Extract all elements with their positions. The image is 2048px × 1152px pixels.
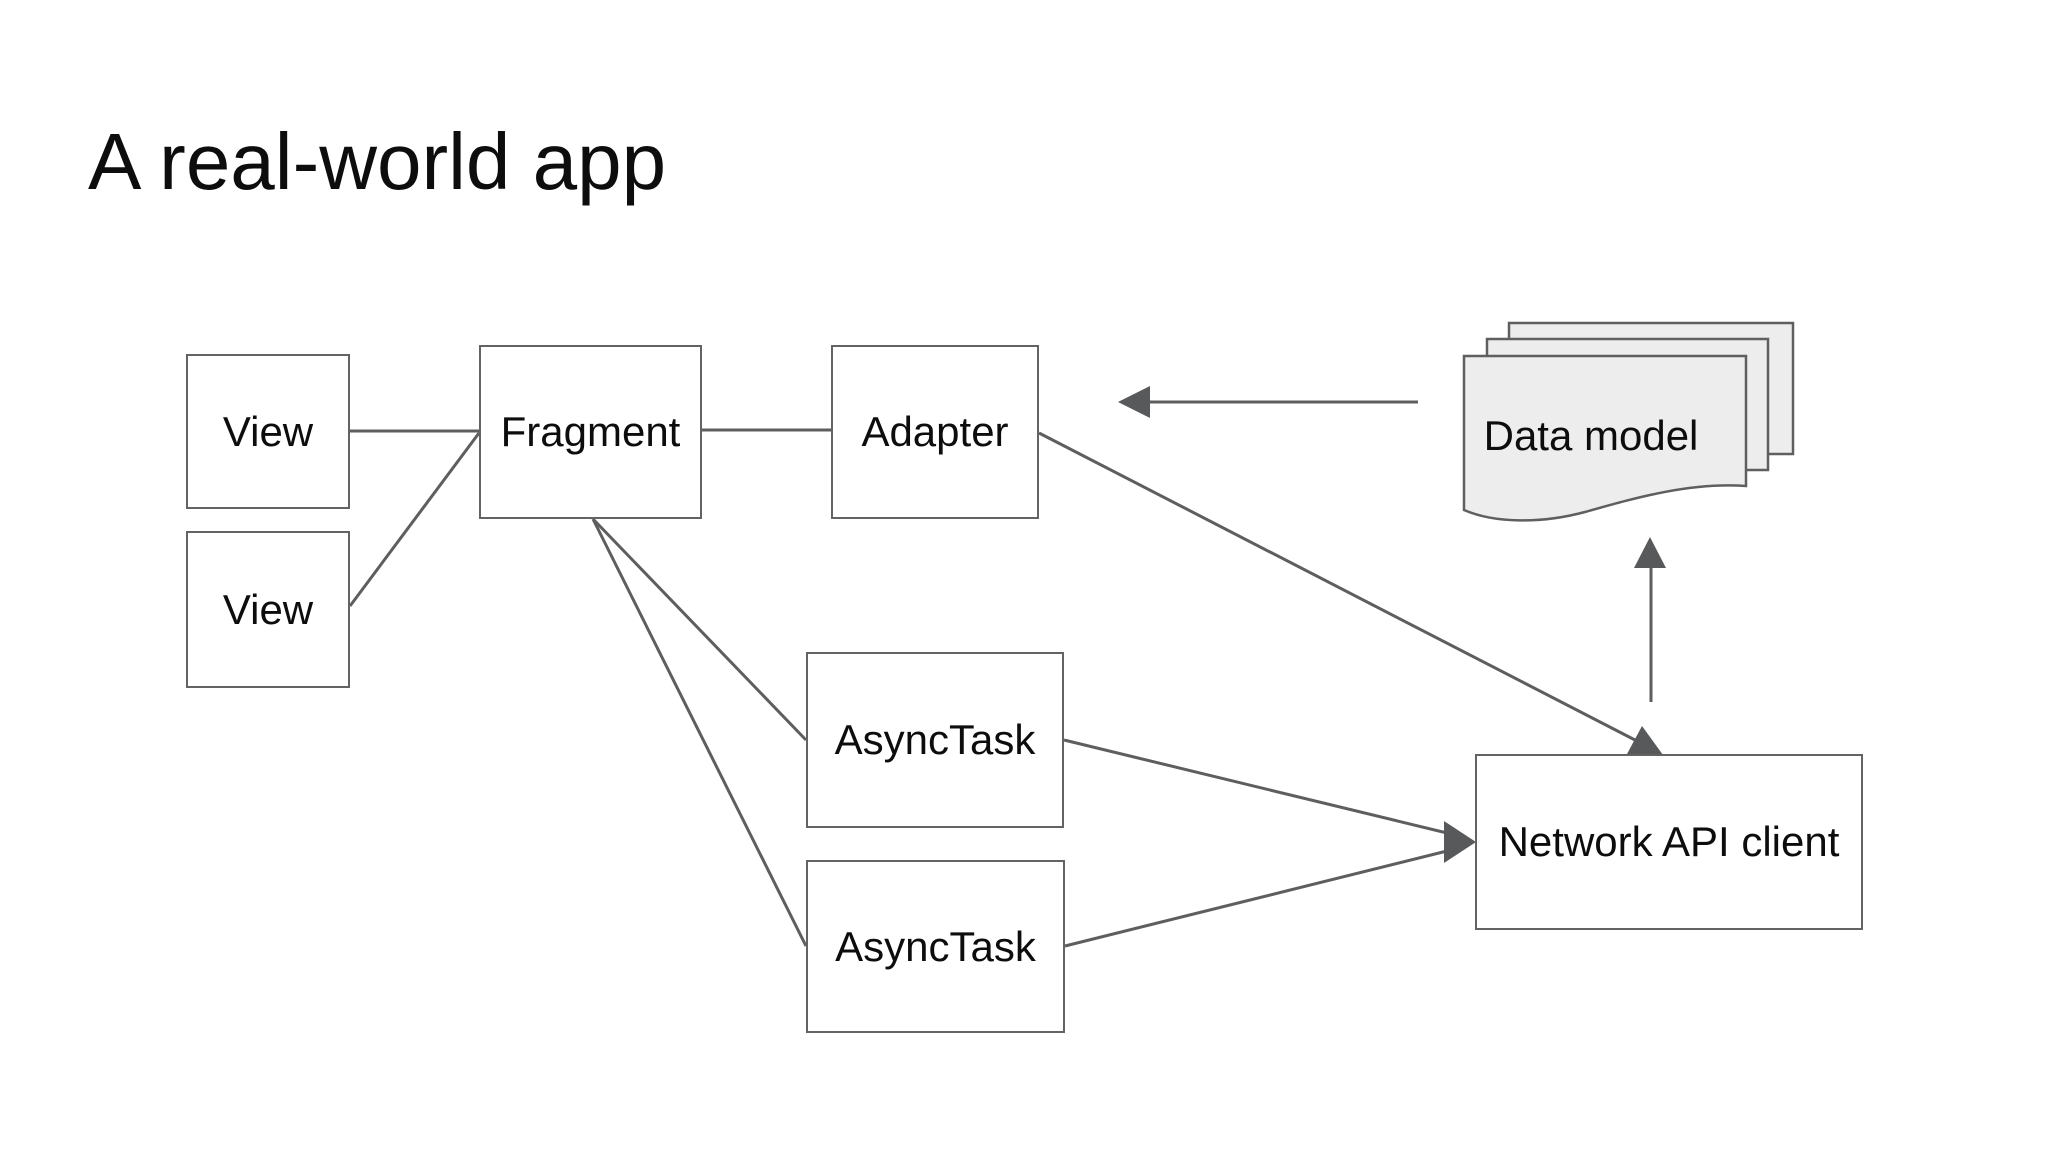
connector-asynctask2-network: [1064, 849, 1448, 948]
data-model-document-stack: [1462, 321, 1795, 522]
node-adapter-label: Adapter: [861, 408, 1009, 455]
node-network-api-client: Network API client: [1475, 754, 1863, 930]
connector-asynctask1-network: [1063, 738, 1448, 835]
connector-view2-fragment: [348, 432, 481, 607]
node-asynctask-top-label: AsyncTask: [834, 716, 1036, 763]
slide-title: A real-world app: [88, 117, 667, 206]
node-asynctask-bottom: AsyncTask: [806, 860, 1065, 1033]
data-model-page-front: [1462, 354, 1748, 522]
node-data-model: Data model: [1464, 366, 1746, 506]
node-view-top-label: View: [222, 407, 314, 455]
node-network-api-client-label: Network API client: [1498, 818, 1840, 865]
node-view-bottom: View: [186, 531, 350, 688]
node-view-top: View: [186, 354, 350, 509]
arrowhead-pointing-left: [1118, 386, 1150, 418]
arrowhead-pointing-up: [1634, 537, 1666, 568]
node-data-model-label: Data model: [1483, 412, 1699, 459]
node-asynctask-bottom-label: AsyncTask: [835, 922, 1036, 970]
node-asynctask-top: AsyncTask: [806, 652, 1064, 828]
arrowhead-into-network-top: [1627, 726, 1663, 755]
node-fragment: Fragment: [479, 345, 702, 519]
node-fragment-label: Fragment: [500, 408, 681, 455]
connector-adapter-network: [1038, 431, 1636, 742]
node-adapter: Adapter: [831, 345, 1039, 519]
arrowhead-into-network-left: [1444, 821, 1476, 863]
node-view-bottom-label: View: [222, 585, 314, 633]
connector-fragment-asynctask1: [591, 517, 808, 742]
connector-fragment-asynctask2: [591, 518, 808, 947]
